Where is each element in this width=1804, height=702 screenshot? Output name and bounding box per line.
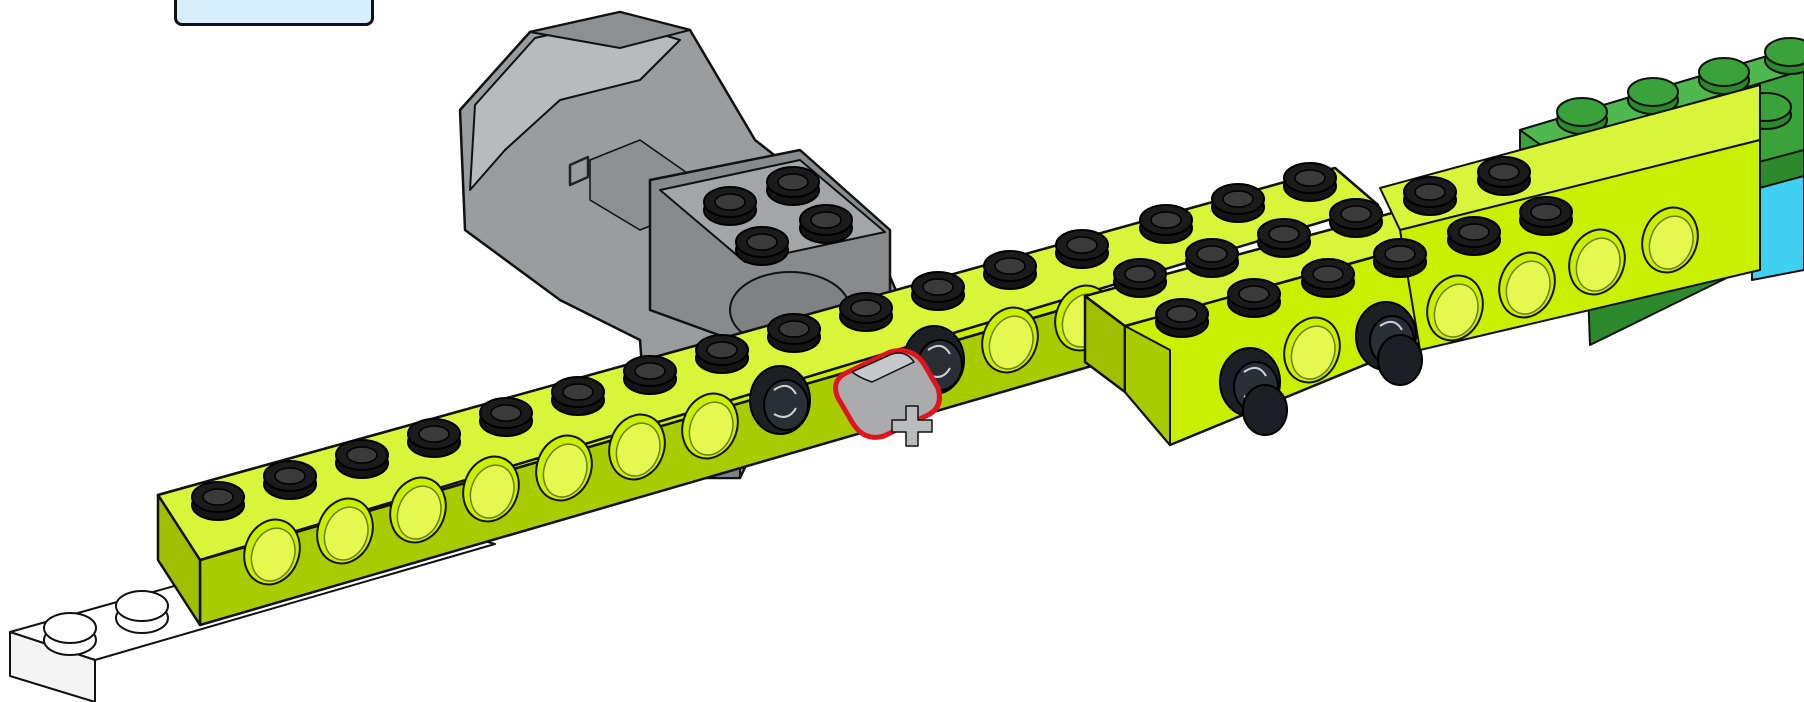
axle-highlighted (833, 348, 942, 447)
brick-2x4-lime (1083, 84, 1761, 447)
connector-peg-1 (749, 365, 811, 435)
connector-pegs (749, 301, 1423, 436)
callout-box (174, 0, 374, 26)
